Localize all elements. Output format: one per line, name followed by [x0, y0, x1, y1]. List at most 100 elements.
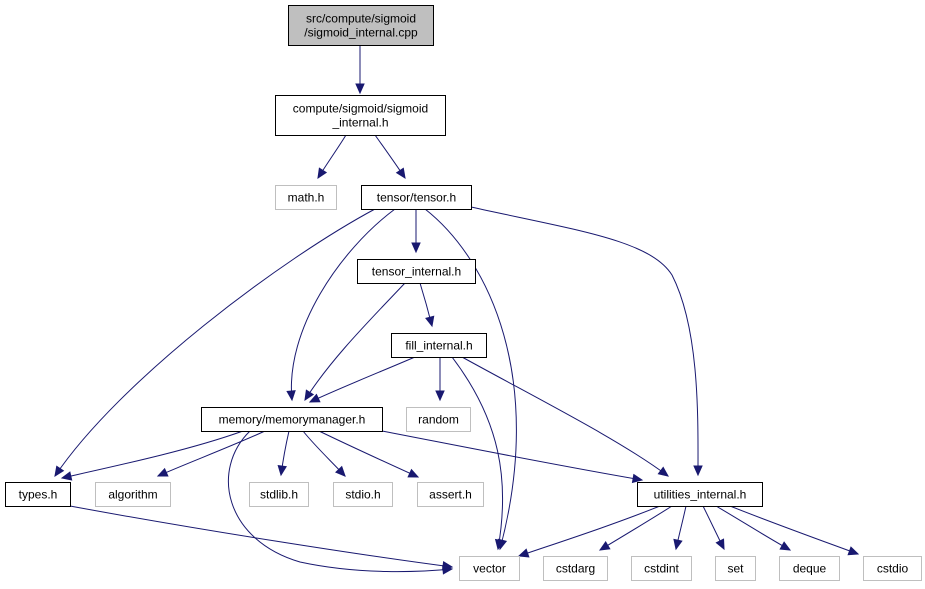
edge-utilities-internal-h-to-vector — [517, 505, 661, 558]
edge-memorymanager-h-to-algorithm — [156, 430, 266, 477]
node-utilities-internal-h[interactable]: utilities_internal.h — [637, 482, 763, 507]
edge-line — [461, 356, 669, 477]
edge-line — [309, 356, 416, 403]
node-label: algorithm — [108, 488, 157, 502]
edge-line — [470, 206, 699, 476]
node-box — [459, 556, 520, 581]
node-box — [275, 185, 337, 210]
arrowhead-icon — [411, 242, 421, 254]
node-box — [275, 95, 446, 136]
node-tensor-h[interactable]: tensor/tensor.h — [361, 185, 472, 210]
node-label: deque — [793, 562, 827, 576]
node-types-h[interactable]: types.h — [5, 482, 71, 507]
edge-line — [599, 505, 673, 551]
arrowhead-icon — [407, 468, 420, 478]
edge-utilities-internal-h-to-set — [702, 505, 725, 551]
arrowhead-icon — [673, 538, 683, 551]
edge-line — [381, 430, 643, 481]
edge-line — [290, 208, 396, 401]
node-math-h: math.h — [275, 185, 337, 210]
edge-fill-internal-h-to-random — [435, 357, 445, 402]
node-box — [391, 333, 487, 358]
node-tensor-internal-h[interactable]: tensor_internal.h — [357, 259, 476, 284]
edge-line — [451, 356, 504, 550]
node-deque: deque — [779, 556, 840, 581]
arrowhead-icon — [441, 561, 454, 571]
node-label: cstdarg — [556, 562, 595, 576]
node-box — [631, 556, 692, 581]
node-label: math.h — [288, 191, 325, 205]
node-memorymanager-h[interactable]: memory/memorymanager.h — [201, 407, 383, 432]
node-box — [201, 407, 383, 432]
node-cstdarg: cstdarg — [543, 556, 608, 581]
node-random: random — [406, 407, 471, 432]
node-box — [863, 556, 922, 581]
edge-line — [54, 208, 376, 477]
arrowhead-icon — [657, 466, 669, 477]
edge-line — [228, 430, 453, 573]
edge-tensor-h-to-utilities-internal-h — [470, 206, 703, 477]
edge-types-h-to-vector — [69, 505, 454, 571]
arrowhead-icon — [631, 473, 644, 484]
arrowhead-icon — [715, 538, 725, 551]
node-algorithm: algorithm — [95, 482, 171, 507]
edge-utilities-internal-h-to-cstdint — [673, 505, 687, 551]
nodes-layer: src/compute/sigmoid/sigmoid_internal.cpp… — [5, 5, 922, 581]
node-label: /sigmoid_internal.cpp — [304, 26, 418, 40]
node-label: vector — [473, 562, 506, 576]
edge-line — [61, 430, 244, 479]
node-label: utilities_internal.h — [654, 488, 747, 502]
edge-memorymanager-h-to-utilities-internal-h — [381, 430, 644, 484]
edge-memorymanager-h-to-types-h — [60, 430, 244, 481]
node-box — [417, 482, 484, 507]
arrowhead-icon — [598, 541, 611, 551]
edge-utilities-internal-h-to-deque — [715, 505, 792, 551]
edges-layer — [54, 45, 860, 575]
node-cstdio: cstdio — [863, 556, 922, 581]
edge-fill-internal-h-to-vector — [451, 356, 505, 551]
edge-line — [69, 505, 453, 568]
arrowhead-icon — [156, 467, 169, 477]
edge-line — [729, 505, 859, 555]
node-root[interactable]: src/compute/sigmoid/sigmoid_internal.cpp — [288, 5, 434, 46]
edge-fill-internal-h-to-utilities-internal-h — [461, 356, 669, 477]
edge-utilities-internal-h-to-cstdio — [729, 505, 860, 556]
node-vector: vector — [459, 556, 520, 581]
edge-memorymanager-h-to-assert-h — [318, 430, 420, 478]
node-box — [288, 5, 434, 46]
node-box — [249, 482, 309, 507]
arrowhead-icon — [54, 465, 65, 478]
arrowhead-icon — [435, 390, 445, 402]
arrowhead-icon — [355, 83, 365, 95]
arrowhead-icon — [317, 167, 328, 180]
node-label: assert.h — [429, 488, 472, 502]
node-label: fill_internal.h — [405, 339, 472, 353]
edge-memorymanager-h-to-stdio-h — [302, 430, 346, 477]
node-box — [95, 482, 171, 507]
edge-tensor-h-to-tensor-internal-h — [411, 208, 421, 254]
edge-line — [318, 430, 419, 478]
arrowhead-icon — [395, 167, 406, 180]
edge-line — [304, 282, 406, 401]
arrowhead-icon — [335, 465, 346, 477]
edge-root-to-sigmoid-h — [355, 45, 365, 95]
node-assert-h: assert.h — [417, 482, 484, 507]
arrowhead-icon — [517, 548, 530, 558]
arrowhead-icon — [693, 465, 703, 477]
arrowhead-icon — [494, 538, 505, 551]
node-fill-internal-h[interactable]: fill_internal.h — [391, 333, 487, 358]
node-sigmoid-h[interactable]: compute/sigmoid/sigmoid_internal.h — [275, 95, 446, 136]
node-box — [333, 482, 393, 507]
arrowhead-icon — [847, 546, 860, 556]
edge-utilities-internal-h-to-cstdarg — [598, 505, 673, 551]
node-label: stdlib.h — [260, 488, 298, 502]
node-label: random — [418, 413, 459, 427]
node-box — [357, 259, 476, 284]
arrowhead-icon — [286, 390, 296, 402]
edge-memorymanager-h-to-stdlib-h — [277, 430, 290, 477]
edge-tensor-h-to-types-h — [54, 208, 376, 478]
arrowhead-icon — [304, 389, 315, 402]
node-label: compute/sigmoid/sigmoid — [293, 102, 428, 116]
edge-sigmoid-h-to-math-h — [317, 134, 347, 180]
arrowhead-icon — [425, 315, 435, 328]
